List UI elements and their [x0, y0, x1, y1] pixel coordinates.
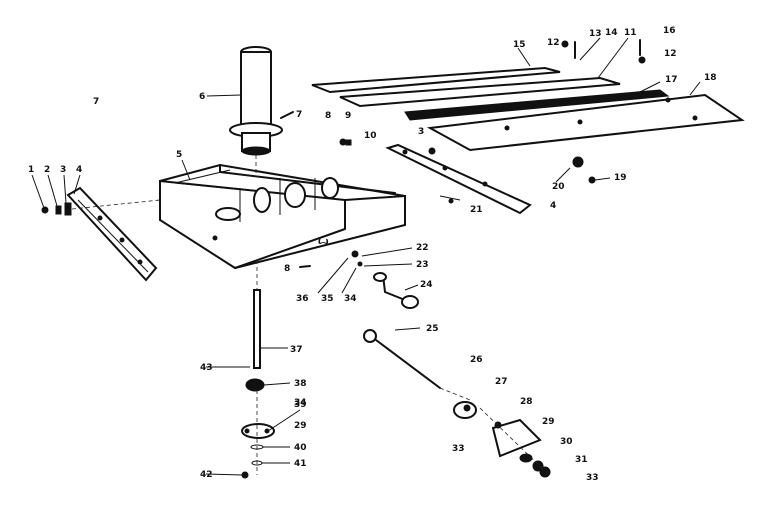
- callout-22: 22: [416, 243, 429, 253]
- callout-12: 12: [547, 38, 560, 48]
- callout-9: 9: [345, 111, 351, 121]
- callout-40: 40: [294, 443, 307, 453]
- callout-4: 4: [76, 165, 82, 175]
- callout-35: 35: [321, 294, 334, 304]
- svg-text:ꙍ: ꙍ: [318, 237, 329, 247]
- callout-34-second: 34: [294, 398, 307, 408]
- callout-4-second: 4: [550, 201, 556, 211]
- leader-lines: [31, 37, 701, 476]
- column-tube: [229, 46, 294, 175]
- callout-26: 26: [470, 355, 483, 365]
- callout-13: 13: [589, 29, 602, 39]
- callout-20: 20: [552, 182, 565, 192]
- callout-2: 2: [44, 165, 50, 175]
- callout-3: 3: [60, 165, 66, 175]
- callout-15: 15: [513, 40, 526, 50]
- callout-18: 18: [704, 73, 717, 83]
- callout-43: 43: [200, 363, 213, 373]
- callout-5: 5: [176, 150, 182, 160]
- callout-29-second: 29: [294, 421, 307, 431]
- base-housing: ꙍ: [159, 163, 406, 270]
- callout-23: 23: [416, 260, 429, 270]
- callout-7-stray: 7: [93, 97, 99, 107]
- left-rail: [41, 186, 161, 282]
- gear-assembly: [453, 401, 551, 478]
- callout-42: 42: [200, 470, 213, 480]
- callout-39: 39: [294, 400, 307, 410]
- callout-34: 34: [344, 294, 357, 304]
- callout-28: 28: [520, 397, 533, 407]
- callout-11: 11: [624, 28, 637, 38]
- callout-33-second: 33: [452, 444, 465, 454]
- callout-30: 30: [560, 437, 573, 447]
- callout-21: 21: [470, 205, 483, 215]
- callout-36: 36: [296, 294, 309, 304]
- callout-37: 37: [290, 345, 303, 355]
- callout-8: 8: [325, 111, 331, 121]
- callout-31: 31: [575, 455, 588, 465]
- callout-3-second: 3: [418, 127, 424, 137]
- hardware-bits: [299, 39, 646, 268]
- callout-17: 17: [665, 75, 678, 85]
- callout-16: 16: [663, 26, 676, 36]
- callout-19: 19: [614, 173, 627, 183]
- callout-6: 6: [199, 92, 205, 102]
- callout-38: 38: [294, 379, 307, 389]
- rod: [363, 329, 471, 401]
- callout-8-second: 8: [284, 264, 290, 274]
- front-rail: [385, 143, 532, 215]
- callout-25: 25: [426, 324, 439, 334]
- callout-33-lower-right: 33: [586, 473, 599, 483]
- top-rails: [311, 66, 745, 152]
- crank-handle: [373, 272, 419, 309]
- callout-10: 10: [364, 131, 377, 141]
- callout-24: 24: [420, 280, 433, 290]
- callout-1: 1: [28, 165, 34, 175]
- callout-29: 29: [542, 417, 555, 427]
- callout-12-second: 12: [664, 49, 677, 59]
- callout-27: 27: [495, 377, 508, 387]
- callout-41: 41: [294, 459, 307, 469]
- callout-14: 14: [605, 28, 618, 38]
- callout-labels: 1 2 3 4 5 6 7 8 9 10 11 12 13 14 15 16 1…: [28, 26, 717, 483]
- lead-screw: [241, 260, 275, 479]
- callout-7: 7: [296, 110, 302, 120]
